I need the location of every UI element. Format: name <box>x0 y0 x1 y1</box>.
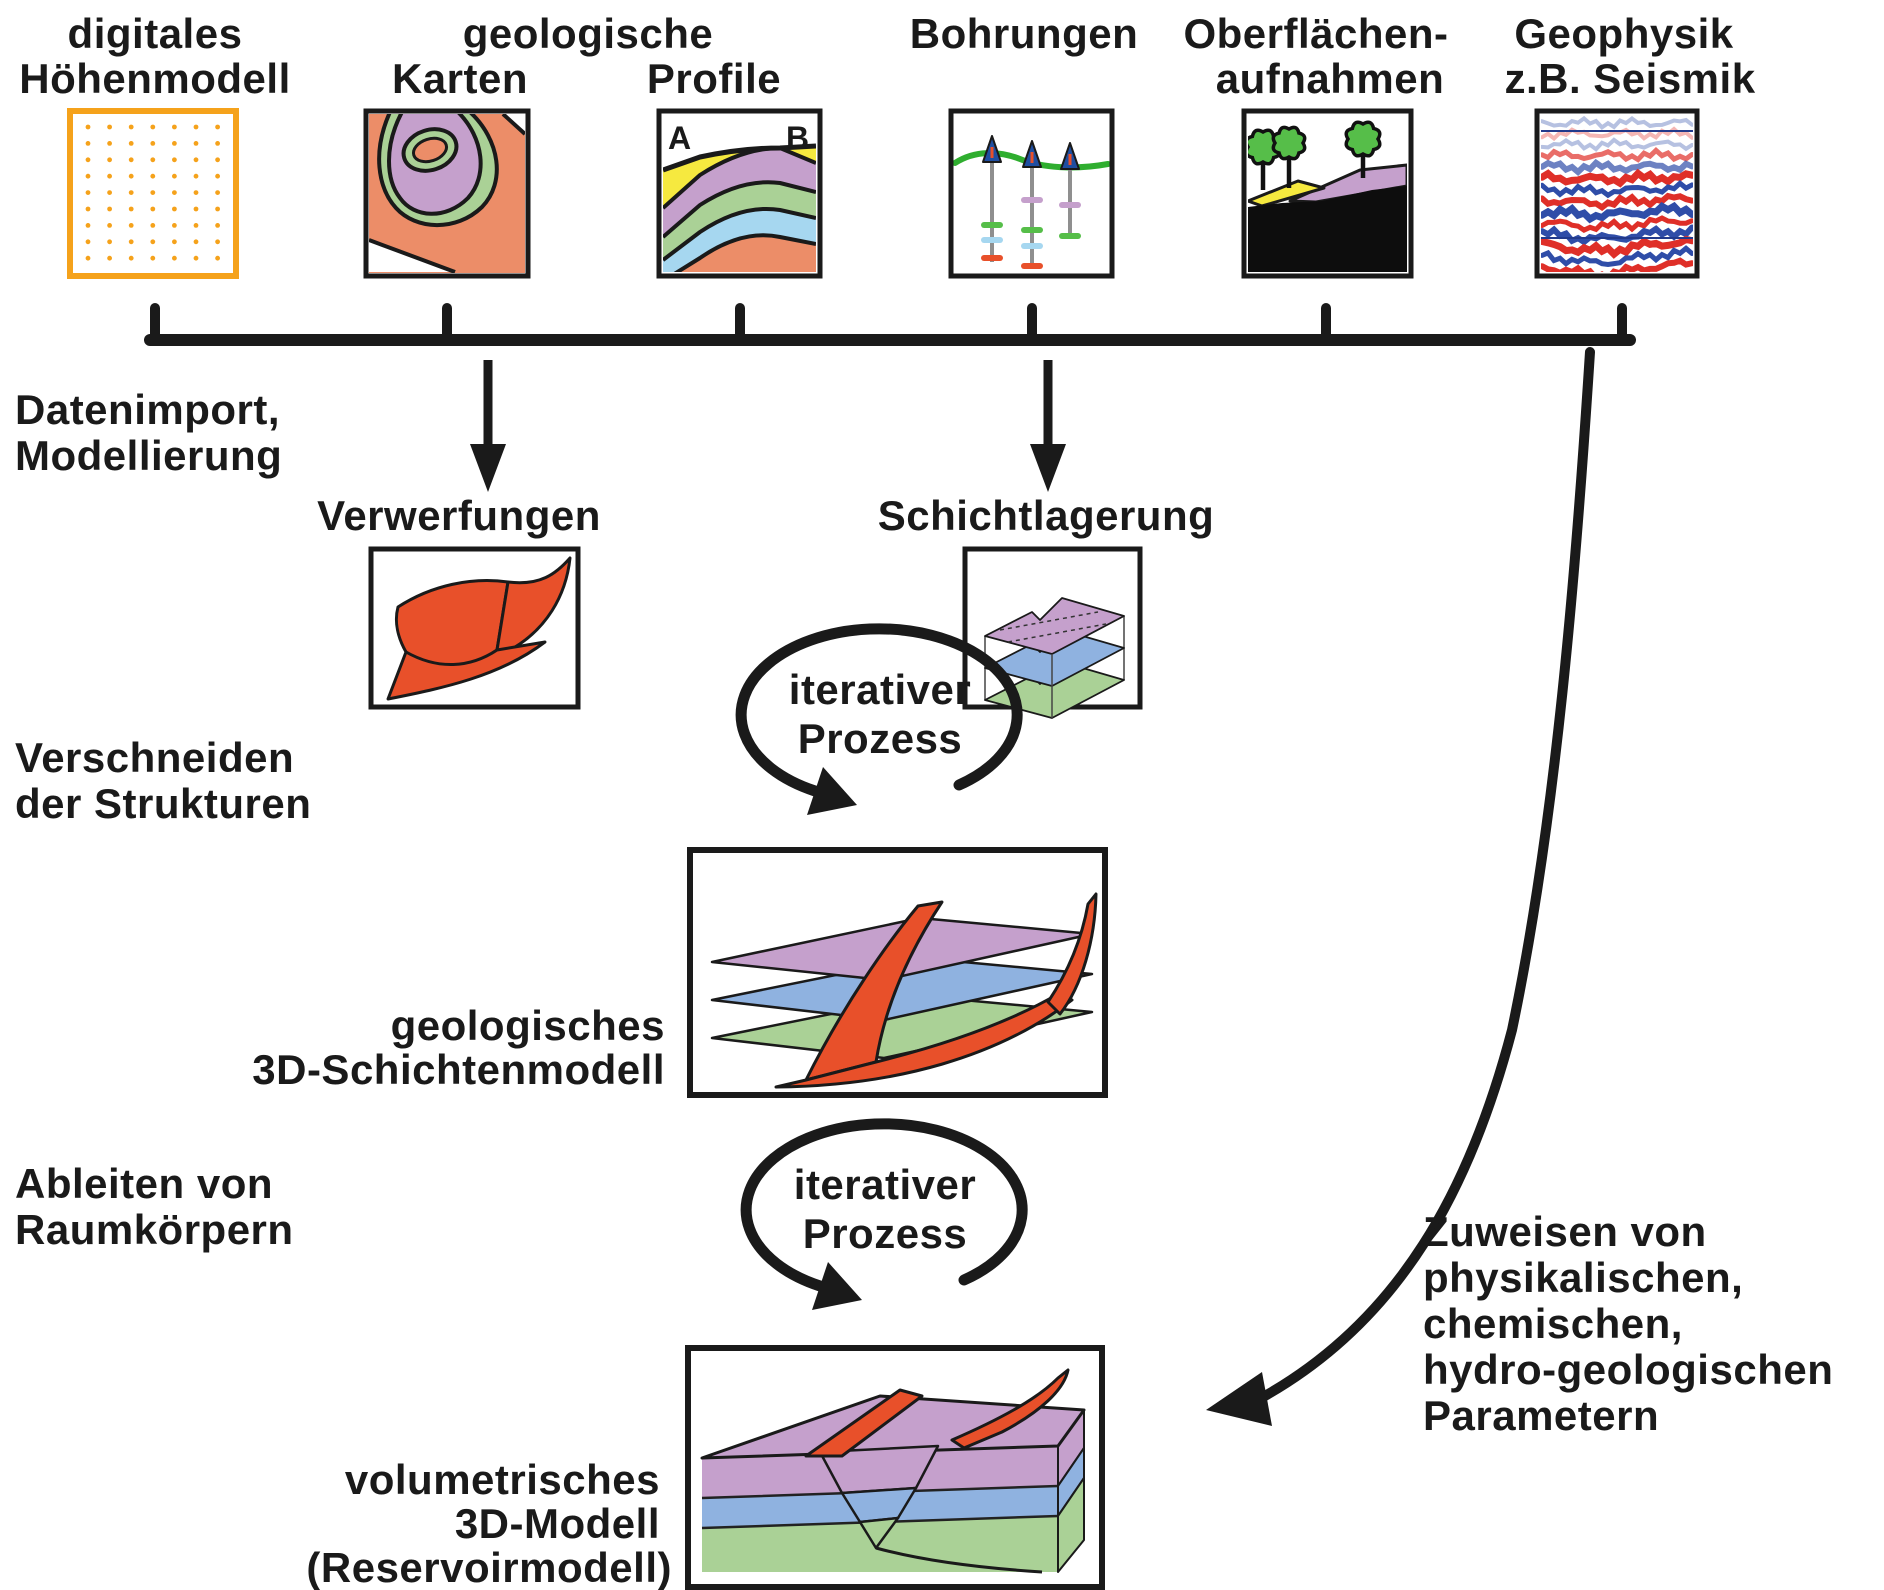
node-label-schichtenmodell-line2: 3D-Schichtenmodell <box>252 1046 665 1093</box>
iterative-label-1-line2: Prozess <box>797 715 963 762</box>
iterative-label-2-line1: iterativer <box>793 1161 977 1208</box>
surface-survey-art <box>1248 120 1407 272</box>
zuweisen-line4: hydro-geologischen <box>1423 1346 1834 1393</box>
seismic-frame <box>1534 108 1700 279</box>
node-label-verwerfungen: Verwerfungen <box>317 492 601 539</box>
cross-section-frame <box>656 108 823 279</box>
stage-datenimport-line1: Datenimport, <box>15 386 281 433</box>
label-oberflaechen-line2: aufnahmen <box>1215 55 1445 102</box>
label-dhm-line2: Höhenmodell <box>19 55 291 102</box>
node-label-schichtenmodell-line1: geologisches <box>390 1002 665 1049</box>
faults-thumbnail-icon <box>368 546 581 710</box>
label-geologische: geologische <box>462 10 714 57</box>
label-geophysik-line1: Geophysik <box>1514 10 1734 57</box>
label-oberflaechen-line1: Oberflächen- <box>1183 10 1449 57</box>
zuweisen-line2: physikalischen, <box>1423 1254 1744 1301</box>
stage-datenimport-line2: Modellierung <box>15 432 283 479</box>
profile-point-a: A <box>668 120 692 156</box>
layer-model-icon <box>687 847 1108 1098</box>
parameter-curve-arrow <box>1206 347 1595 1426</box>
boreholes-icon <box>948 108 1115 279</box>
zuweisen-line1: Zuweisen von <box>1423 1208 1707 1255</box>
node-label-schichtlagerung: Schichtlagerung <box>877 492 1215 539</box>
layering-thumbnail-icon <box>962 546 1143 719</box>
label-profile: Profile <box>646 55 782 102</box>
zuweisen-line5: Parametern <box>1423 1392 1660 1439</box>
node-label-volumetrisches-line3: (Reservoirmodell) <box>306 1544 672 1590</box>
arrow-down-verwerfungen <box>470 360 506 492</box>
iterative-loop-icon-1 <box>735 623 1023 815</box>
node-label-volumetrisches-line1: volumetrisches <box>344 1456 660 1503</box>
label-karten: Karten <box>391 55 529 102</box>
boreholes-art <box>952 135 1111 269</box>
boreholes-frame <box>948 108 1115 279</box>
map-frame <box>363 108 531 279</box>
stage-ableiten-line2: Raumkörpern <box>15 1206 294 1253</box>
trees <box>1248 120 1382 190</box>
iterative-label-1-line1: iterativer <box>788 666 972 713</box>
label-geophysik-line2: z.B. Seismik <box>1504 55 1756 102</box>
iterative-label-2-line2: Prozess <box>802 1210 968 1257</box>
collector-bracket <box>144 303 1636 346</box>
iterative-loop-icon-2 <box>740 1118 1028 1310</box>
node-label-volumetrisches-line2: 3D-Modell <box>454 1500 660 1547</box>
dhm-dot-grid <box>85 124 221 261</box>
dhm-thumbnail-icon <box>67 108 239 279</box>
label-bohrungen: Bohrungen <box>909 10 1139 57</box>
stage-ableiten-line1: Ableiten von <box>15 1160 274 1207</box>
geologic-map-icon <box>363 108 531 279</box>
geologic-map-art <box>369 114 525 273</box>
surface-survey-frame <box>1241 108 1414 279</box>
ground-surface-line <box>952 150 1111 171</box>
cross-section-icon <box>656 108 823 279</box>
label-dhm-line1: digitales <box>67 10 243 57</box>
seismic-icon <box>1534 108 1700 279</box>
cross-section-art <box>663 143 816 272</box>
arrow-down-schichtlagerung <box>1030 360 1066 492</box>
profile-point-b: B <box>786 120 810 156</box>
volume-model-icon <box>685 1345 1105 1590</box>
surface-survey-icon <box>1241 108 1414 279</box>
stage-verschneiden-line1: Verschneiden <box>15 734 295 781</box>
zuweisen-line3: chemischen, <box>1423 1300 1683 1347</box>
stage-verschneiden-line2: der Strukturen <box>15 780 312 827</box>
